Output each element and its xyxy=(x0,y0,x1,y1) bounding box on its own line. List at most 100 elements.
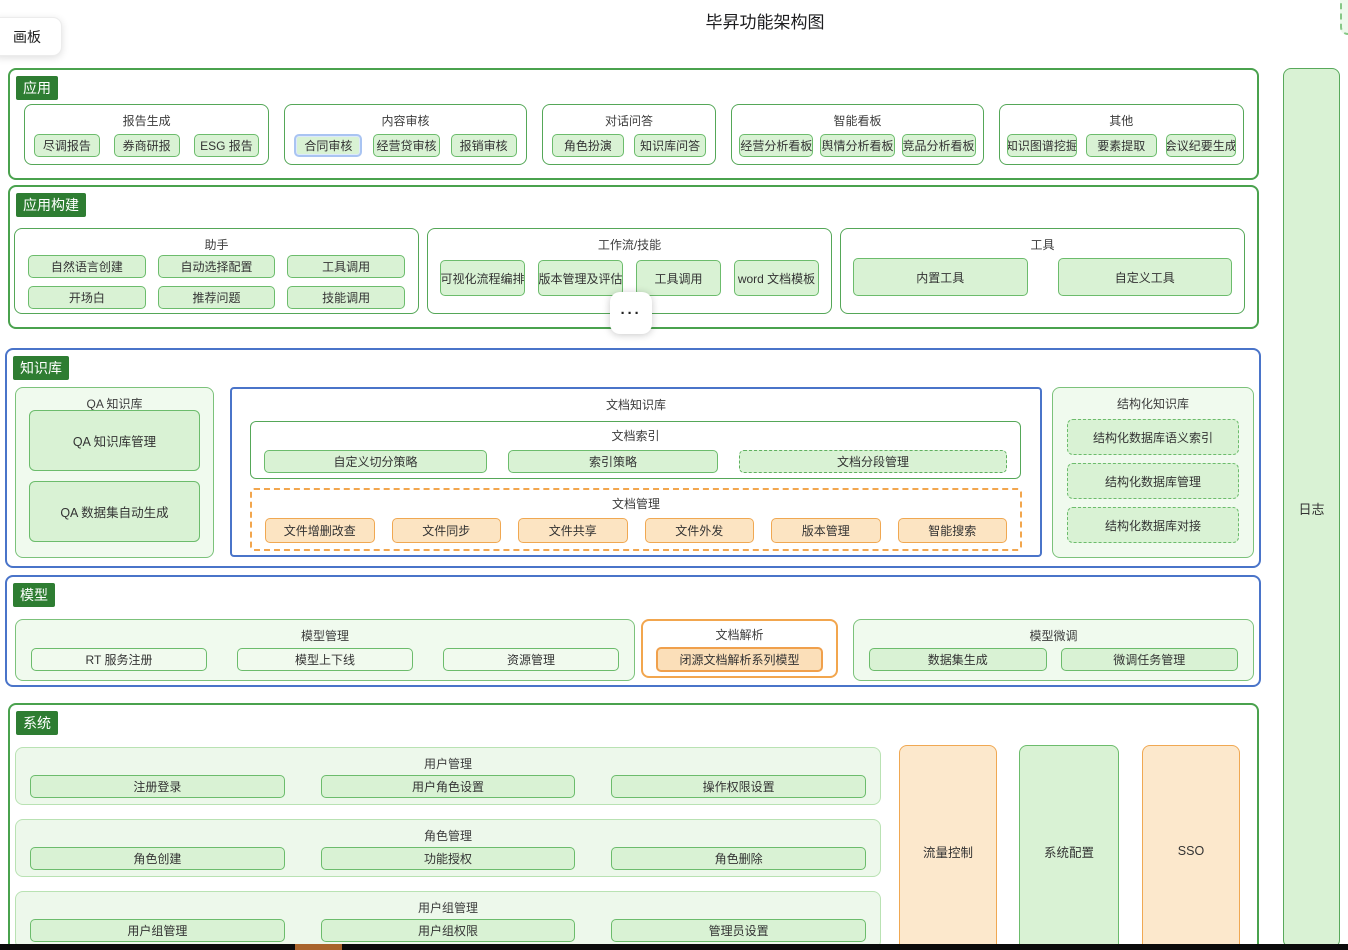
node[interactable]: 竞品分析看板 xyxy=(901,134,976,157)
node[interactable]: 管理员设置 xyxy=(611,919,867,942)
section-model[interactable]: 模型 模型管理 RT 服务注册 模型上下线 资源管理 文档解析 闭源文档解析系列… xyxy=(5,575,1261,687)
node[interactable]: 经营贷审核 xyxy=(373,134,440,157)
section-app-building-label: 应用构建 xyxy=(16,193,86,217)
group-qa-knowledge-base[interactable]: QA 知识库 QA 知识库管理 QA 数据集自动生成 xyxy=(15,387,214,558)
node-sso[interactable]: SSO xyxy=(1142,745,1240,950)
node-dashed[interactable]: 文档分段管理 xyxy=(739,450,1007,473)
group-title: 对话问答 xyxy=(605,114,654,128)
section-knowledge-base[interactable]: 知识库 QA 知识库 QA 知识库管理 QA 数据集自动生成 文档知识库 文档索… xyxy=(5,348,1261,568)
node[interactable]: 版本管理及评估 xyxy=(538,260,623,296)
node[interactable]: 推荐问题 xyxy=(157,286,276,309)
node[interactable]: 尽调报告 xyxy=(34,134,100,157)
node-orange[interactable]: 闭源文档解析系列模型 xyxy=(656,647,823,672)
node-orange[interactable]: 文件外发 xyxy=(644,518,754,543)
group-smart-dashboard[interactable]: 智能看板 经营分析看板 舆情分析看板 竞品分析看板 xyxy=(731,104,984,165)
section-model-label: 模型 xyxy=(13,583,55,607)
group-usergroup-management[interactable]: 用户组管理 用户组管理 用户组权限 管理员设置 xyxy=(15,891,881,949)
group-items-row: 知识图谱挖掘 要素提取 会议纪要生成 xyxy=(1006,134,1236,157)
group-title: 用户组管理 xyxy=(417,901,478,915)
node[interactable]: 工具调用 xyxy=(287,255,406,278)
group-model-management[interactable]: 模型管理 RT 服务注册 模型上下线 资源管理 xyxy=(15,619,635,681)
node[interactable]: QA 数据集自动生成 xyxy=(29,481,200,542)
node-dashed[interactable]: 结构化数据库语义索引 xyxy=(1067,419,1239,455)
node[interactable]: 舆情分析看板 xyxy=(820,134,895,157)
group-items-row: 可视化流程编排 版本管理及评估 工具调用 word 文档模板 xyxy=(440,260,819,296)
group-doc-parsing[interactable]: 文档解析 闭源文档解析系列模型 xyxy=(641,619,838,678)
group-items-row: 内置工具 自定义工具 xyxy=(853,258,1232,296)
node[interactable]: 券商研报 xyxy=(113,134,180,157)
group-assistant[interactable]: 助手 自然语言创建 自动选择配置 工具调用 开场白 推荐问题 技能调用 xyxy=(14,228,419,314)
node[interactable]: 功能授权 xyxy=(320,847,576,870)
group-user-management[interactable]: 用户管理 注册登录 用户角色设置 操作权限设置 xyxy=(15,747,881,805)
subgroup-doc-index[interactable]: 文档索引 自定义切分策略 索引策略 文档分段管理 xyxy=(250,421,1021,479)
node[interactable]: 资源管理 xyxy=(443,648,619,671)
group-report-generation[interactable]: 报告生成 尽调报告 券商研报 ESG 报告 xyxy=(24,104,270,165)
node[interactable]: 角色扮演 xyxy=(551,134,625,157)
node[interactable]: word 文档模板 xyxy=(734,260,819,296)
node[interactable]: 开场白 xyxy=(28,286,146,309)
node[interactable]: 索引策略 xyxy=(508,450,718,473)
group-content-review[interactable]: 内容审核 合同审核 经营贷审核 报销审核 xyxy=(284,104,527,165)
offscreen-dashed-shape[interactable] xyxy=(1340,0,1348,35)
node[interactable]: 可视化流程编排 xyxy=(440,260,525,296)
node[interactable]: RT 服务注册 xyxy=(31,648,207,671)
group-title: QA 知识库 xyxy=(86,397,143,411)
more-handle-button[interactable]: ··· xyxy=(610,292,652,334)
node[interactable]: 经营分析看板 xyxy=(739,134,814,157)
node[interactable]: 技能调用 xyxy=(287,286,406,309)
node[interactable]: 用户组权限 xyxy=(320,919,576,942)
node[interactable]: 用户组管理 xyxy=(30,919,285,942)
group-structured-kb[interactable]: 结构化知识库 结构化数据库语义索引 结构化数据库管理 结构化数据库对接 xyxy=(1052,387,1254,558)
node[interactable]: 自然语言创建 xyxy=(28,255,146,278)
node[interactable]: 会议纪要生成 xyxy=(1165,134,1236,157)
node-orange[interactable]: 文件增删改查 xyxy=(265,518,375,543)
group-role-management[interactable]: 角色管理 角色创建 功能授权 角色删除 xyxy=(15,819,881,877)
subgroup-doc-management[interactable]: 文档管理 文件增删改查 文件同步 文件共享 文件外发 版本管理 智能搜索 xyxy=(250,488,1022,551)
node[interactable]: 内置工具 xyxy=(853,258,1028,296)
node[interactable]: 用户角色设置 xyxy=(320,775,576,798)
node[interactable]: 模型上下线 xyxy=(237,648,413,671)
node-log-column[interactable]: 日志 xyxy=(1283,68,1340,948)
group-items-row: 注册登录 用户角色设置 操作权限设置 xyxy=(30,775,867,798)
node-system-config[interactable]: 系统配置 xyxy=(1019,745,1119,950)
group-title: 用户管理 xyxy=(423,757,472,771)
node-orange[interactable]: 文件同步 xyxy=(391,518,501,543)
node[interactable]: 报销审核 xyxy=(450,134,517,157)
group-title: 文档解析 xyxy=(715,628,764,642)
node[interactable]: 自定义切分策略 xyxy=(264,450,487,473)
group-title: 文档索引 xyxy=(611,429,660,443)
node[interactable]: 知识图谱挖掘 xyxy=(1006,134,1078,157)
node-orange[interactable]: 版本管理 xyxy=(771,518,881,543)
node-orange[interactable]: 智能搜索 xyxy=(897,518,1007,543)
node-dashed[interactable]: 结构化数据库管理 xyxy=(1067,463,1239,499)
canvas-tab[interactable]: 画板 xyxy=(0,17,62,56)
node[interactable]: 数据集生成 xyxy=(869,648,1047,671)
group-dialog-qa[interactable]: 对话问答 角色扮演 知识库问答 xyxy=(541,104,717,165)
node[interactable]: 微调任务管理 xyxy=(1060,648,1238,671)
node[interactable]: 自定义工具 xyxy=(1057,258,1232,296)
section-application[interactable]: 应用 报告生成 尽调报告 券商研报 ESG 报告 内容审核 合同审核 经营贷审核… xyxy=(8,68,1259,180)
node[interactable]: ESG 报告 xyxy=(193,134,260,157)
section-application-label: 应用 xyxy=(16,76,58,100)
node[interactable]: 要素提取 xyxy=(1086,134,1157,157)
node-selected[interactable]: 合同审核 xyxy=(294,134,363,157)
node[interactable]: 角色创建 xyxy=(30,847,285,870)
bottom-edge-accent xyxy=(295,944,342,950)
node-traffic-control[interactable]: 流量控制 xyxy=(899,745,997,950)
node[interactable]: 角色删除 xyxy=(611,847,867,870)
node[interactable]: 知识库问答 xyxy=(634,134,707,157)
node[interactable]: 自动选择配置 xyxy=(157,255,276,278)
node[interactable]: 操作权限设置 xyxy=(611,775,867,798)
group-model-finetune[interactable]: 模型微调 数据集生成 微调任务管理 xyxy=(853,619,1254,681)
node[interactable]: 工具调用 xyxy=(636,260,721,296)
node-orange[interactable]: 文件共享 xyxy=(518,518,628,543)
group-doc-knowledge-base[interactable]: 文档知识库 文档索引 自定义切分策略 索引策略 文档分段管理 文档管理 文件增删… xyxy=(230,387,1042,557)
node[interactable]: 注册登录 xyxy=(30,775,285,798)
section-system[interactable]: 系统 用户管理 注册登录 用户角色设置 操作权限设置 角色管理 角色创建 功能授… xyxy=(8,703,1259,950)
group-title: 模型管理 xyxy=(300,629,349,643)
group-title: 内容审核 xyxy=(381,114,430,128)
group-other[interactable]: 其他 知识图谱挖掘 要素提取 会议纪要生成 xyxy=(998,104,1244,165)
group-tools[interactable]: 工具 内置工具 自定义工具 xyxy=(840,228,1245,314)
node[interactable]: QA 知识库管理 xyxy=(29,410,200,471)
node-dashed[interactable]: 结构化数据库对接 xyxy=(1067,507,1239,543)
